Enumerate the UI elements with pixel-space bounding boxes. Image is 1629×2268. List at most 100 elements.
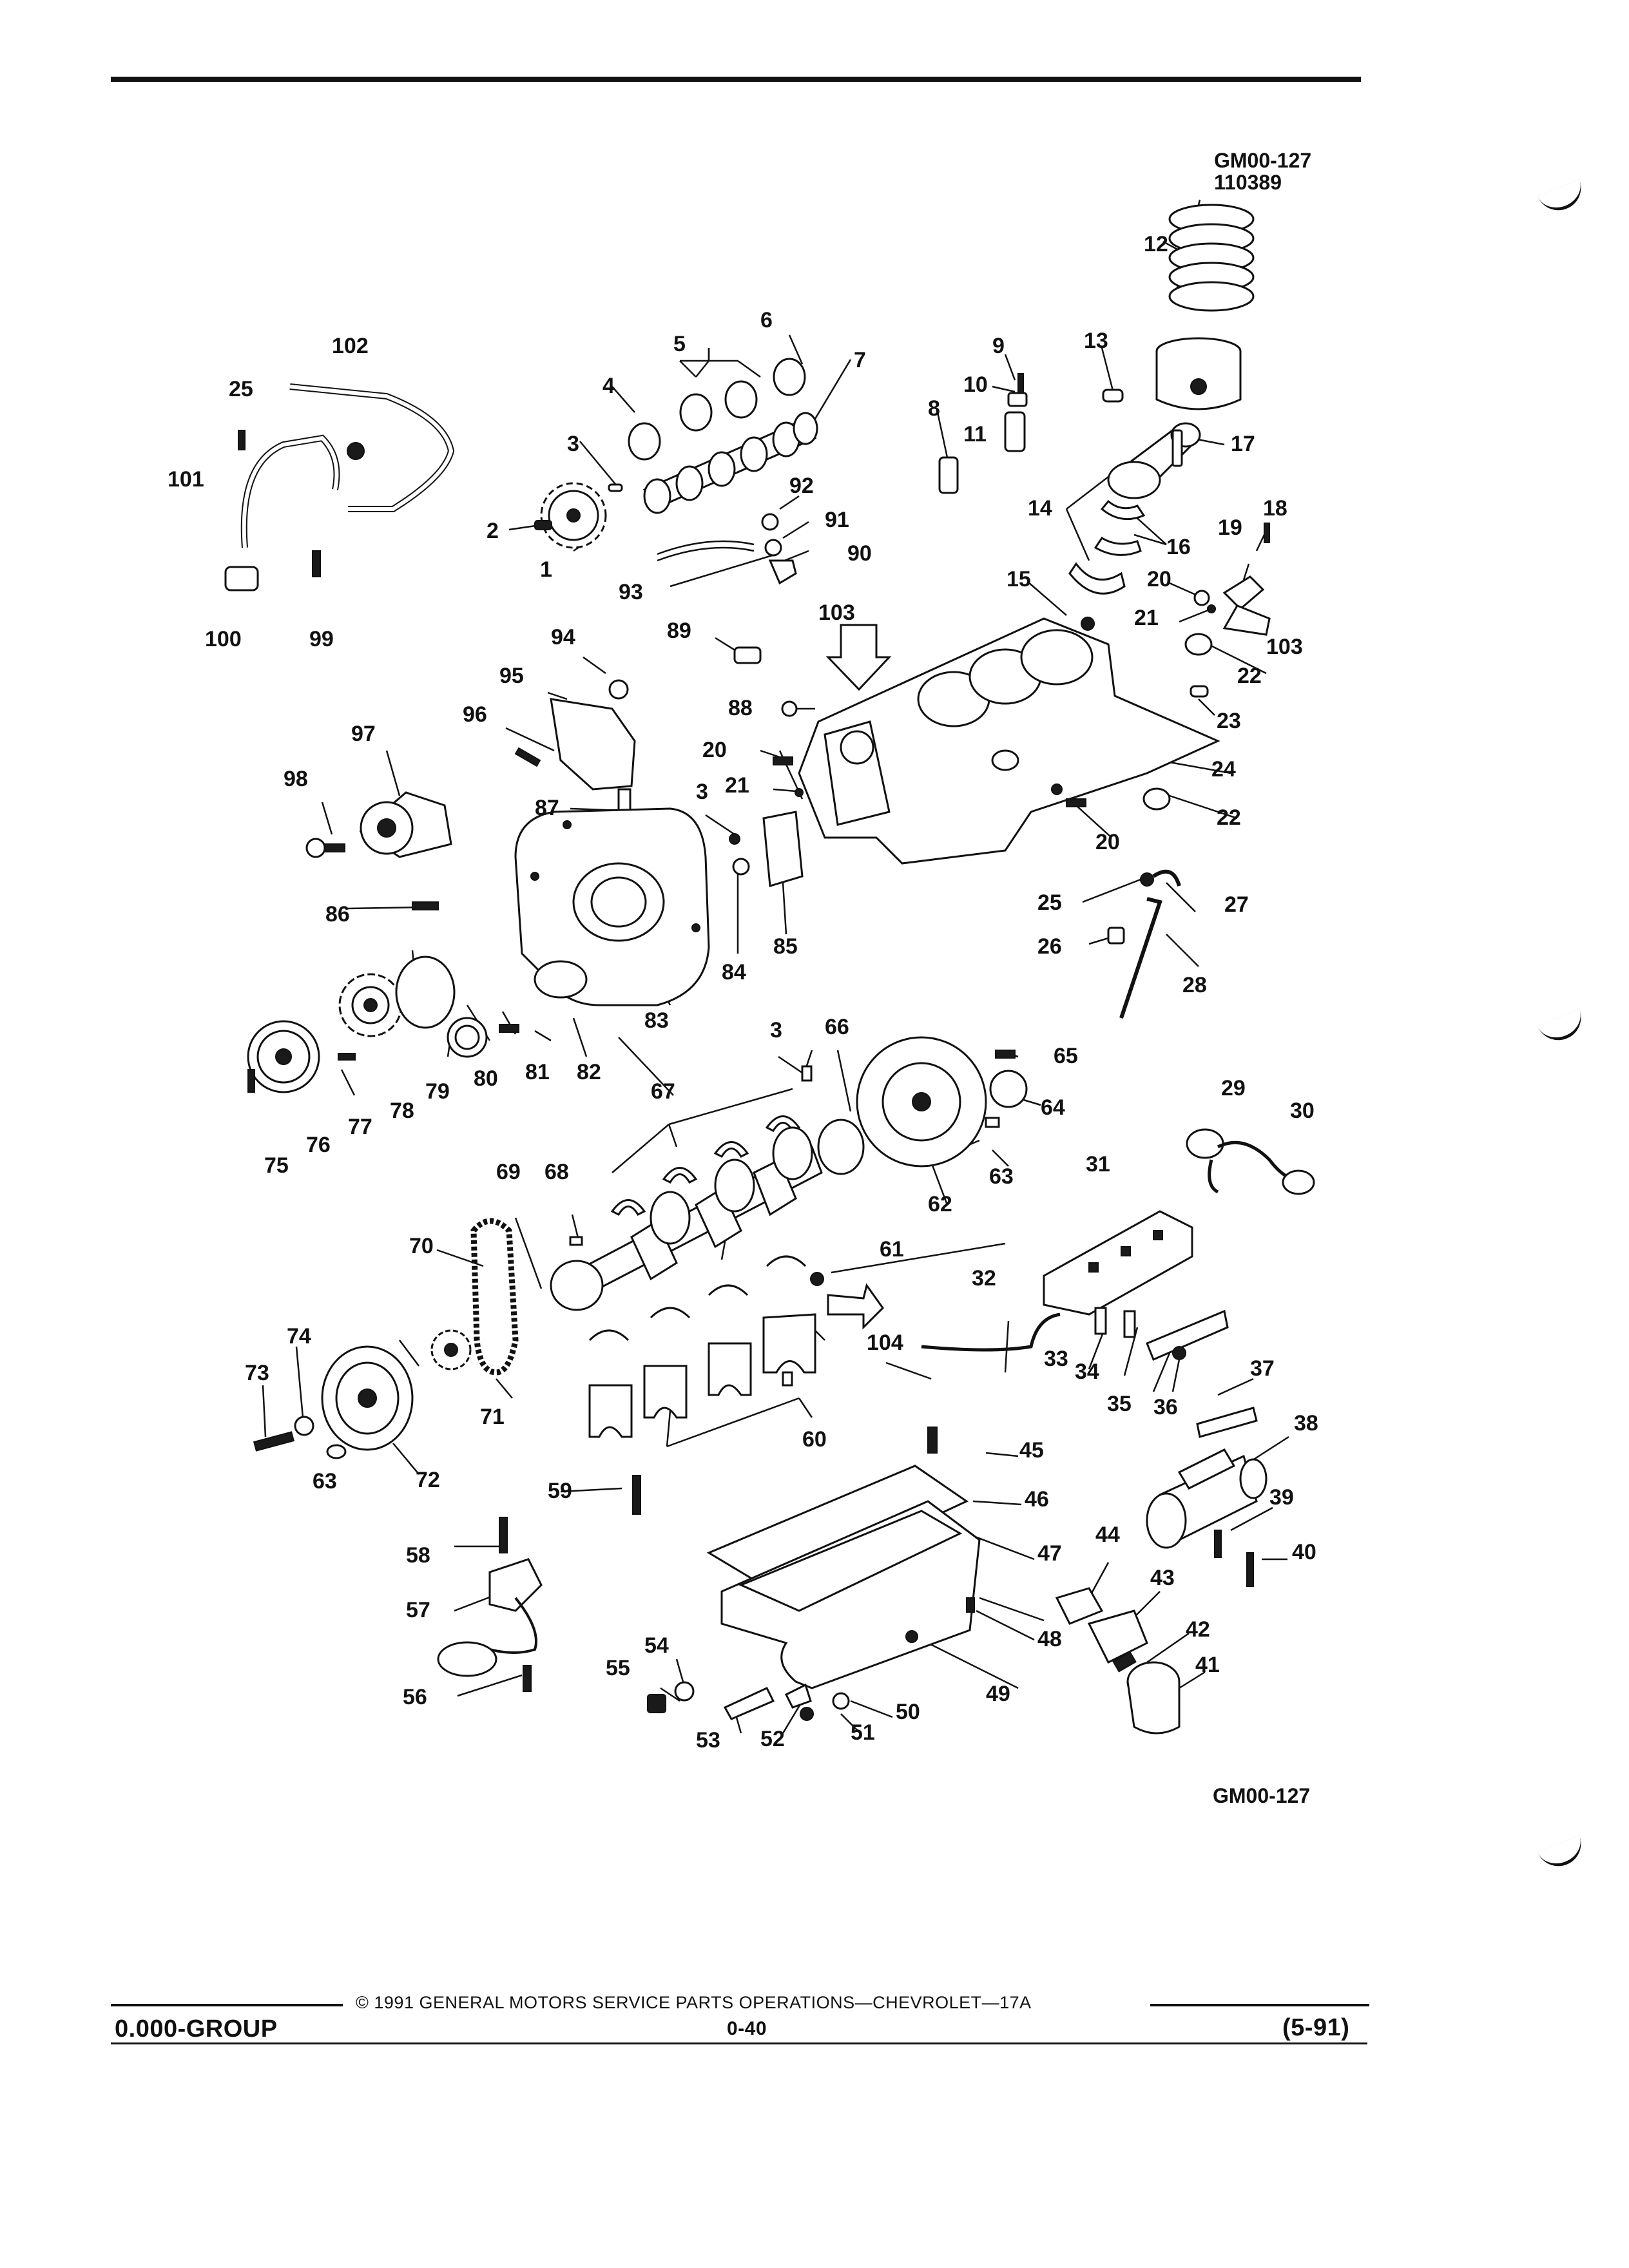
fitting-92	[761, 513, 779, 531]
footer-rule-left	[111, 2004, 343, 2006]
bolt-55	[647, 1694, 666, 1713]
callout-21: 21	[1134, 606, 1159, 630]
seal-84	[732, 858, 750, 876]
callout-53: 53	[696, 1728, 720, 1753]
callout-9: 9	[992, 334, 1005, 358]
callout-89: 89	[667, 619, 691, 643]
timing-chain	[470, 1218, 519, 1376]
callout-74: 74	[287, 1324, 311, 1349]
callout-8: 8	[928, 396, 940, 421]
callout-90: 90	[847, 541, 872, 566]
callout-13: 13	[1084, 329, 1108, 353]
plug-48	[966, 1597, 975, 1613]
callout-5: 5	[673, 332, 686, 356]
callout-24: 24	[1211, 757, 1236, 782]
bolt-86	[412, 901, 439, 910]
oil-pipe-93	[657, 540, 755, 555]
header-rule	[111, 77, 1361, 82]
callout-79: 79	[425, 1079, 450, 1104]
starter-motor	[1146, 1448, 1268, 1549]
gasket-79	[395, 956, 456, 1029]
crank-sprocket-hub	[444, 1343, 458, 1357]
bracket-37	[1196, 1407, 1258, 1438]
callout-87: 87	[535, 796, 559, 820]
valley-cover	[1043, 1210, 1193, 1316]
plug-94	[608, 679, 629, 700]
bolt-75	[247, 1069, 255, 1093]
callout-40: 40	[1292, 1540, 1316, 1564]
dipstick-handle	[1152, 869, 1181, 887]
callout-36: 36	[1153, 1395, 1178, 1419]
piston-rings	[1168, 204, 1255, 312]
callout-64: 64	[1041, 1095, 1065, 1120]
callout-51: 51	[851, 1720, 875, 1745]
callout-104: 104	[867, 1331, 903, 1355]
callout-72: 72	[416, 1468, 440, 1492]
callout-60: 60	[802, 1427, 827, 1452]
callout-3: 3	[770, 1018, 782, 1043]
callout-47: 47	[1037, 1541, 1062, 1566]
plug-88	[781, 700, 798, 717]
callout-2: 2	[487, 519, 499, 543]
pin-63	[985, 1117, 1000, 1128]
bracket-52	[784, 1683, 812, 1709]
callout-10: 10	[963, 372, 988, 397]
callout-55: 55	[606, 1656, 630, 1680]
sensor-8	[938, 456, 959, 494]
callout-68: 68	[545, 1160, 569, 1184]
callout-12: 12	[1144, 232, 1168, 256]
callout-95: 95	[499, 664, 524, 688]
gasket-44	[1055, 1587, 1104, 1625]
callout-84: 84	[722, 960, 746, 985]
bracket	[1222, 575, 1265, 611]
crankshaft	[550, 1126, 823, 1311]
oil-cooler-lines	[224, 383, 455, 591]
callout-56: 56	[403, 1685, 427, 1709]
washer-54	[674, 1681, 695, 1702]
oil-filter	[1126, 1661, 1181, 1735]
dowel-pin	[1190, 685, 1209, 698]
cam-bearing	[679, 393, 713, 432]
footer-rule-right	[1150, 2004, 1369, 2006]
callout-29: 29	[1221, 1076, 1246, 1100]
cam-bearing	[628, 422, 661, 461]
callout-32: 32	[972, 1266, 996, 1291]
bolt-65	[995, 1050, 1016, 1059]
callout-4: 4	[602, 374, 615, 398]
engine-block	[798, 617, 1220, 865]
dowel-60	[782, 1371, 793, 1387]
callout-15: 15	[1007, 567, 1031, 591]
bolt-39	[1214, 1530, 1222, 1558]
fitting-11	[1004, 411, 1026, 452]
callout-28: 28	[1182, 973, 1207, 997]
callout-20: 20	[702, 738, 727, 762]
header-code: GM00-127	[1214, 149, 1312, 172]
fitting-90	[768, 559, 797, 585]
connecting-rod	[1107, 422, 1201, 499]
bolt-40	[1246, 1552, 1254, 1587]
callout-20: 20	[1095, 830, 1120, 854]
dowel-3b	[729, 833, 740, 845]
callout-85: 85	[773, 934, 798, 959]
callout-7: 7	[854, 348, 866, 372]
callout-92: 92	[789, 474, 814, 498]
shield-35	[1146, 1309, 1229, 1361]
washer-50	[832, 1692, 850, 1710]
seal-80-inner	[454, 1024, 480, 1050]
callout-76: 76	[306, 1133, 331, 1157]
bolt-58	[499, 1517, 508, 1553]
callout-41: 41	[1195, 1653, 1220, 1677]
callout-103: 103	[1266, 635, 1303, 659]
callout-63: 63	[989, 1164, 1014, 1189]
callout-62: 62	[928, 1192, 952, 1216]
tensioner	[359, 791, 452, 858]
callout-102: 102	[332, 334, 369, 358]
bolt-77	[338, 1053, 356, 1061]
dipstick-tube	[1119, 897, 1162, 1019]
callout-11: 11	[963, 422, 987, 447]
bolt-96	[514, 747, 541, 767]
callout-80: 80	[474, 1066, 498, 1091]
callout-50: 50	[896, 1700, 920, 1724]
callout-101: 101	[168, 467, 204, 492]
fitting-10	[1007, 392, 1028, 407]
